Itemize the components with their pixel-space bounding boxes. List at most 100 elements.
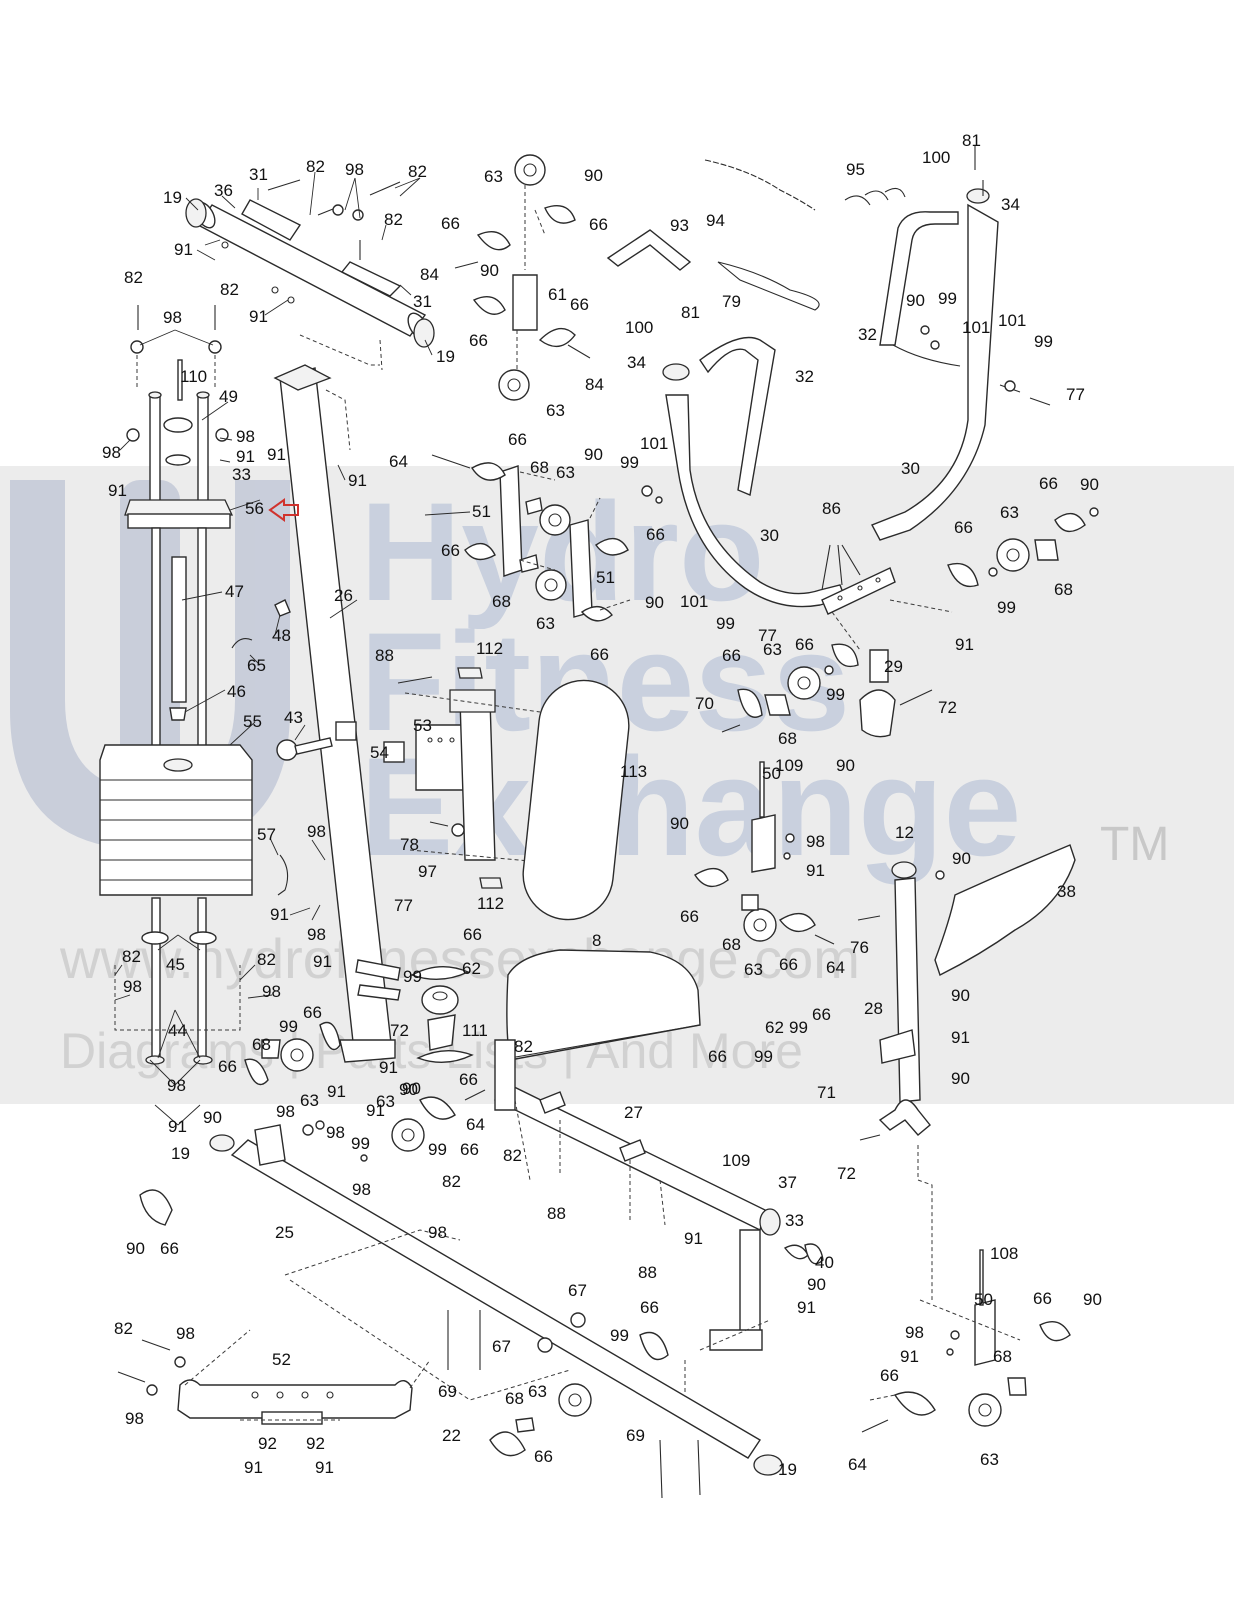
callout-68: 68 <box>492 592 511 611</box>
callout-43: 43 <box>284 708 303 727</box>
callout-12: 12 <box>895 823 914 842</box>
part-seat-8 <box>506 949 701 1061</box>
callout-77: 77 <box>1066 385 1085 404</box>
callout-101: 101 <box>640 434 668 453</box>
callout-66: 66 <box>954 518 973 537</box>
callout-66: 66 <box>1033 1289 1052 1308</box>
callout-98: 98 <box>176 1324 195 1343</box>
callout-90: 90 <box>807 1275 826 1294</box>
callout-63: 63 <box>763 640 782 659</box>
callout-64: 64 <box>848 1455 867 1474</box>
part-pulley-bottom-right <box>861 1249 1071 1433</box>
callout-67: 67 <box>568 1281 587 1300</box>
callout-68: 68 <box>993 1347 1012 1366</box>
part-pulley-far-right <box>947 507 1099 588</box>
callout-88: 88 <box>547 1204 566 1223</box>
callout-99: 99 <box>620 453 639 472</box>
callout-66: 66 <box>460 1140 479 1159</box>
highlight-arrow-icon <box>268 498 299 522</box>
callout-90: 90 <box>480 261 499 280</box>
callout-53: 53 <box>413 716 432 735</box>
callout-66: 66 <box>459 1070 478 1089</box>
callout-99: 99 <box>938 289 957 308</box>
callout-99: 99 <box>428 1140 447 1159</box>
callout-66: 66 <box>722 646 741 665</box>
callout-88: 88 <box>375 646 394 665</box>
callout-69: 69 <box>438 1382 457 1401</box>
callout-66: 66 <box>640 1298 659 1317</box>
callout-37: 37 <box>778 1173 797 1192</box>
callout-77: 77 <box>394 896 413 915</box>
part-weight-stack <box>99 305 291 1065</box>
callout-109: 109 <box>722 1151 750 1170</box>
callout-71: 71 <box>817 1083 836 1102</box>
callout-66: 66 <box>508 430 527 449</box>
part-accessories-top <box>606 159 906 311</box>
callout-19: 19 <box>171 1144 190 1163</box>
callout-99: 99 <box>403 967 422 986</box>
callout-95: 95 <box>846 160 865 179</box>
callout-90: 90 <box>836 756 855 775</box>
callout-90: 90 <box>1080 475 1099 494</box>
callout-72: 72 <box>837 1164 856 1183</box>
callout-79: 79 <box>722 292 741 311</box>
callout-84: 84 <box>585 375 604 394</box>
callout-33: 33 <box>785 1211 804 1230</box>
callout-26: 26 <box>334 586 353 605</box>
callout-90: 90 <box>402 1079 421 1098</box>
callout-66: 66 <box>779 955 798 974</box>
callout-98: 98 <box>345 160 364 179</box>
part-front-stabilizer-52 <box>117 1329 431 1425</box>
callout-100: 100 <box>922 148 950 167</box>
callout-65: 65 <box>247 656 266 675</box>
callout-101: 101 <box>962 318 990 337</box>
callout-30: 30 <box>760 526 779 545</box>
callout-90: 90 <box>126 1239 145 1258</box>
callout-69: 69 <box>626 1426 645 1445</box>
callout-81: 81 <box>681 303 700 322</box>
callout-66: 66 <box>795 635 814 654</box>
callout-99: 99 <box>279 1017 298 1036</box>
callout-91: 91 <box>244 1458 263 1477</box>
callout-30: 30 <box>901 459 920 478</box>
callout-48: 48 <box>272 626 291 645</box>
callout-66: 66 <box>570 295 589 314</box>
callout-66: 66 <box>218 1057 237 1076</box>
callout-81: 81 <box>962 131 981 150</box>
callout-38: 38 <box>1057 882 1076 901</box>
callout-25: 25 <box>275 1223 294 1242</box>
part-pulley-assembly-top <box>454 154 591 401</box>
callout-98: 98 <box>123 977 142 996</box>
callout-68: 68 <box>778 729 797 748</box>
callout-63: 63 <box>556 463 575 482</box>
part-press-arm <box>641 336 846 608</box>
callout-101: 101 <box>998 311 1026 330</box>
callout-45: 45 <box>166 955 185 974</box>
callout-90: 90 <box>951 1069 970 1088</box>
callout-64: 64 <box>466 1115 485 1134</box>
callout-90: 90 <box>645 593 664 612</box>
callout-34: 34 <box>1001 195 1020 214</box>
part-leg-extension <box>857 844 1076 1300</box>
callout-90: 90 <box>1083 1290 1102 1309</box>
callout-56: 56 <box>245 499 264 518</box>
callout-63: 63 <box>744 960 763 979</box>
part-upper-arm <box>185 179 435 371</box>
callout-97: 97 <box>418 862 437 881</box>
part-seat-post <box>383 667 541 889</box>
callout-98: 98 <box>326 1123 345 1142</box>
callout-98: 98 <box>905 1323 924 1342</box>
callout-82: 82 <box>306 157 325 176</box>
part-seat-frame-27 <box>494 1039 781 1351</box>
callout-91: 91 <box>366 1101 385 1120</box>
callout-82: 82 <box>124 268 143 287</box>
callout-99: 99 <box>754 1047 773 1066</box>
callout-29: 29 <box>884 657 903 676</box>
part-pulley-brackets-mid <box>424 454 631 622</box>
callout-47: 47 <box>225 582 244 601</box>
part-crossbar-86 <box>821 544 896 615</box>
callout-27: 27 <box>624 1103 643 1122</box>
callout-63: 63 <box>484 167 503 186</box>
